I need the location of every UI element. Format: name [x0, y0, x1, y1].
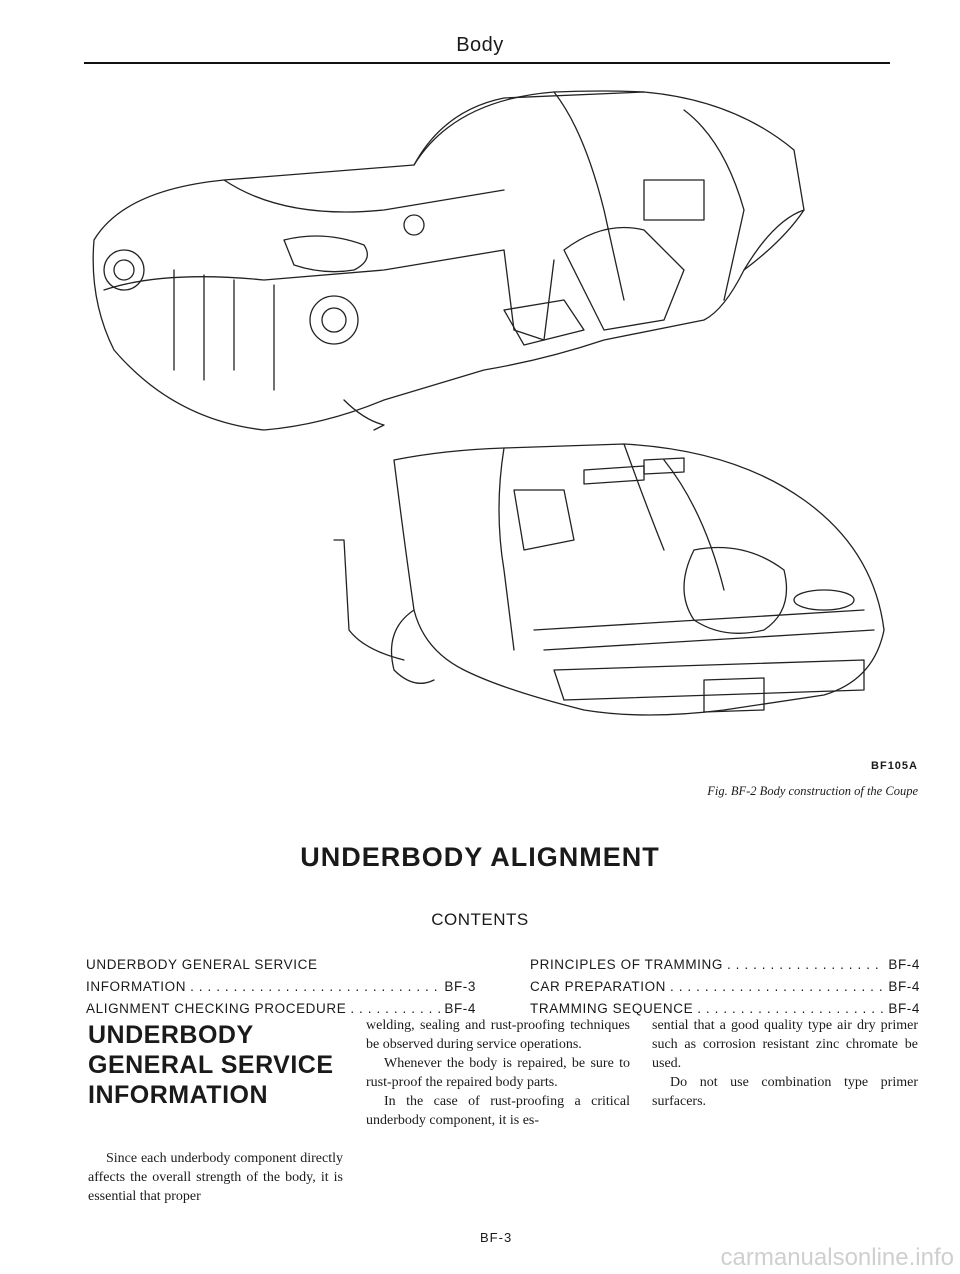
body-paragraph: In the case of rust-proofing a critical … [366, 1094, 630, 1128]
toc-entry-page: BF-4 [888, 957, 920, 972]
contents-label: CONTENTS [431, 910, 529, 929]
toc-entry-label: PRINCIPLES OF TRAMMING [530, 957, 723, 972]
body-column-3: sential that a good quality type air dry… [652, 1016, 918, 1111]
body-paragraph: sential that a good quality type air dry… [652, 1018, 918, 1071]
subsection-heading-line: GENERAL SERVICE [88, 1051, 334, 1079]
toc-entry-page: BF-4 [888, 1001, 920, 1016]
toc-entry-label: CAR PREPARATION [530, 979, 667, 994]
body-construction-illustration [92, 90, 885, 716]
toc-entry-page: BF-4 [888, 979, 920, 994]
body-column-2: welding, sealing and rust-proofing techn… [366, 1016, 630, 1130]
body-paragraph: Since each underbody component directly … [88, 1151, 343, 1204]
toc-entry[interactable]: PRINCIPLES OF TRAMMING BF-4 [530, 954, 920, 976]
front-body-shell-drawing [92, 90, 805, 431]
toc-entry-page: BF-4 [444, 1001, 476, 1016]
body-paragraph: Do not use combination type primer surfa… [652, 1075, 918, 1109]
page-number: BF-3 [480, 1230, 513, 1245]
watermark-text: carmanualsonline.info [720, 1244, 954, 1271]
toc-left-column: UNDERBODY GENERAL SERVICE INFORMATION BF… [86, 954, 476, 1020]
subsection-heading-line: INFORMATION [88, 1081, 269, 1109]
toc-entry[interactable]: UNDERBODY GENERAL SERVICE [86, 954, 476, 976]
toc-leader-dots [670, 976, 884, 998]
section-title: UNDERBODY ALIGNMENT [300, 842, 660, 872]
toc-entry[interactable]: CAR PREPARATION BF-4 [530, 976, 920, 998]
body-paragraph: welding, sealing and rust-proofing techn… [366, 1018, 630, 1052]
toc-entry-label: ALIGNMENT CHECKING PROCEDURE [86, 1001, 347, 1016]
rear-body-shell-drawing [333, 443, 885, 716]
toc-entry-label: UNDERBODY GENERAL SERVICE [86, 957, 318, 972]
body-column-1: Since each underbody component directly … [88, 1149, 343, 1206]
toc-leader-dots [727, 954, 884, 976]
toc-leader-dots [190, 976, 440, 998]
subsection-heading-line: UNDERBODY [88, 1021, 254, 1049]
toc-entry[interactable]: ALIGNMENT CHECKING PROCEDURE BF-4 [86, 998, 476, 1020]
toc-entry-page: BF-3 [444, 979, 476, 994]
toc-right-column: PRINCIPLES OF TRAMMING BF-4 CAR PREPARAT… [530, 954, 920, 1020]
subsection-heading: UNDERBODY GENERAL SERVICE INFORMATION [88, 1020, 334, 1110]
figure-caption: Fig. BF-2 Body construction of the Coupe [707, 784, 918, 798]
toc-entry[interactable]: TRAMMING SEQUENCE BF-4 [530, 998, 920, 1020]
figure-code: BF105A [871, 760, 918, 772]
toc-entry-label: TRAMMING SEQUENCE [530, 1001, 694, 1016]
page-header-title: Body [456, 34, 504, 56]
toc-entry[interactable]: INFORMATION BF-3 [86, 976, 476, 998]
toc-entry-label: INFORMATION [86, 979, 187, 994]
body-paragraph: Whenever the body is repaired, be sure t… [366, 1056, 630, 1090]
header-rule [84, 62, 890, 64]
